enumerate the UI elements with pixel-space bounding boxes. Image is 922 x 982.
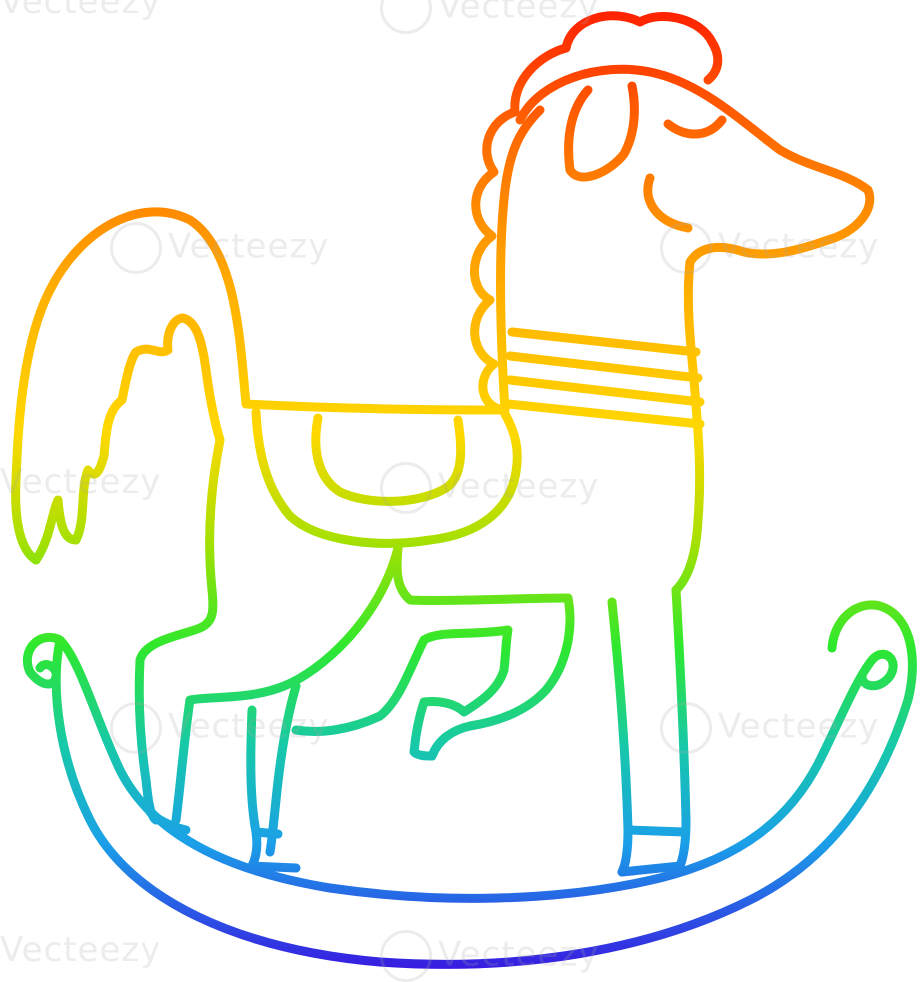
watermark: Vecteezy xyxy=(110,222,329,274)
horse-mouth xyxy=(643,173,693,233)
watermark: Vecteezy xyxy=(380,0,599,34)
horse-eye xyxy=(663,115,727,139)
horse-tail xyxy=(11,207,251,565)
horse-hoof-front xyxy=(617,825,689,877)
horse-belly xyxy=(392,543,573,606)
horse-neck xyxy=(495,105,545,415)
watermark-logo-icon xyxy=(110,222,162,274)
horse-leg-back-left xyxy=(134,435,225,825)
horse-leg-front-standing xyxy=(607,585,691,877)
watermark: Vecteezy xyxy=(660,222,879,274)
horse-back xyxy=(241,399,510,415)
horse-leg-back-right xyxy=(171,543,403,825)
horse-collar xyxy=(503,327,705,429)
watermark-logo-icon xyxy=(660,702,712,754)
watermark-logo-icon xyxy=(380,0,432,34)
horse-mane xyxy=(470,11,723,415)
watermark: Vecteezy xyxy=(0,930,162,970)
watermark-logo-icon xyxy=(380,930,432,982)
watermark: Vecteezy xyxy=(660,702,879,754)
watermark: Vecteezy xyxy=(110,702,329,754)
horse-head xyxy=(515,64,875,595)
watermark-logo-icon xyxy=(380,462,432,514)
horse-leg-front-raised xyxy=(291,593,575,761)
horse-ear xyxy=(564,81,639,182)
watermark-logo-icon xyxy=(660,222,712,274)
watermark: Vecteezy xyxy=(380,462,599,514)
rocker-base xyxy=(22,600,917,969)
watermark: Vecteezy xyxy=(0,462,162,502)
watermark-logo-icon xyxy=(110,702,162,754)
horse-hoof-back-right xyxy=(247,827,301,873)
watermark: Vecteezy xyxy=(380,930,599,982)
watermark: Vecteezy xyxy=(0,0,162,22)
